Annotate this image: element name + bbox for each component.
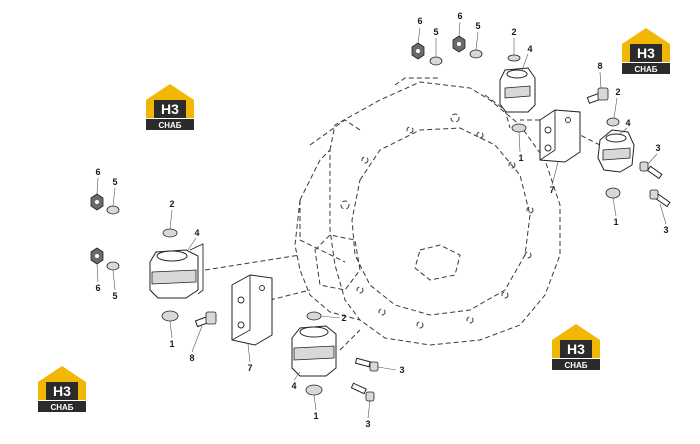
callout-7: 7 xyxy=(247,363,252,373)
bushing-left xyxy=(161,310,179,322)
callout-1: 1 xyxy=(518,153,523,163)
nut-left-a xyxy=(90,193,104,211)
bolt-right-3a xyxy=(639,161,663,180)
callout-2: 2 xyxy=(511,27,516,37)
callout-3: 3 xyxy=(399,365,404,375)
bushing-top xyxy=(511,123,527,133)
leader-lines xyxy=(96,21,667,419)
washer-top-a xyxy=(429,56,443,66)
svg-text:H3: H3 xyxy=(567,341,585,357)
callout-2: 2 xyxy=(169,199,174,209)
bolt-left-8 xyxy=(194,311,217,328)
brand-logo-bottom-left: H3 СНАБ xyxy=(38,366,86,412)
callout-5: 5 xyxy=(433,27,438,37)
callout-5: 5 xyxy=(112,177,117,187)
bolt-bottom-3a xyxy=(354,357,379,372)
callout-4: 4 xyxy=(527,44,532,54)
brand-logo-top-left: H3 СНАБ xyxy=(146,84,194,130)
nut-top-a xyxy=(411,42,425,60)
callout-5: 5 xyxy=(112,291,117,301)
washer-top-b xyxy=(469,49,483,59)
svg-text:СНАБ: СНАБ xyxy=(50,403,73,412)
callout-8: 8 xyxy=(189,353,194,363)
callout-8: 8 xyxy=(597,61,602,71)
mount-bottom xyxy=(291,325,337,377)
nut-left-b xyxy=(90,247,104,265)
bushing-right xyxy=(605,187,621,199)
callout-1: 1 xyxy=(613,217,618,227)
mount-right xyxy=(597,129,635,173)
cap-bottom xyxy=(306,311,322,321)
callout-1: 1 xyxy=(313,411,318,421)
callout-5: 5 xyxy=(475,21,480,31)
callout-6: 6 xyxy=(457,11,462,21)
callout-6: 6 xyxy=(95,283,100,293)
cap-top xyxy=(507,54,521,62)
cap-left xyxy=(162,228,178,238)
callout-1: 1 xyxy=(169,339,174,349)
mount-left xyxy=(149,243,204,299)
svg-text:H3: H3 xyxy=(161,101,179,117)
callout-4: 4 xyxy=(291,381,296,391)
mount-top xyxy=(499,67,536,113)
callout-6: 6 xyxy=(417,16,422,26)
callout-4: 4 xyxy=(194,228,199,238)
bracket-block-right xyxy=(539,109,581,163)
callout-2: 2 xyxy=(615,87,620,97)
callout-2: 2 xyxy=(341,313,346,323)
callout-3: 3 xyxy=(663,225,668,235)
svg-text:H3: H3 xyxy=(53,383,71,399)
nut-top-b xyxy=(452,35,466,53)
svg-text:СНАБ: СНАБ xyxy=(158,121,181,130)
svg-text:СНАБ: СНАБ xyxy=(564,361,587,370)
bolt-bottom-3b xyxy=(350,382,375,402)
washer-left-a xyxy=(106,205,120,215)
callout-7: 7 xyxy=(549,185,554,195)
bracket-block-left xyxy=(231,274,273,346)
flywheel-housing xyxy=(294,77,561,346)
bolt-right-8 xyxy=(586,87,609,104)
assembly-lines xyxy=(204,119,601,351)
callout-3: 3 xyxy=(655,143,660,153)
svg-text:СНАБ: СНАБ xyxy=(634,65,657,74)
callout-labels: 6 5 6 5 2 4 8 2 4 1 7 3 1 3 6 5 6 5 2 4 … xyxy=(95,11,668,429)
callout-4: 4 xyxy=(625,118,630,128)
cap-right xyxy=(606,117,620,127)
washer-left-b xyxy=(106,261,120,271)
callout-3: 3 xyxy=(365,419,370,429)
callout-6: 6 xyxy=(95,167,100,177)
brand-logo-top-right: H3 СНАБ xyxy=(622,28,670,74)
brand-logo-bottom-right: H3 СНАБ xyxy=(552,324,600,370)
bushing-bottom xyxy=(305,384,323,396)
bolt-right-3b xyxy=(649,189,671,208)
svg-text:H3: H3 xyxy=(637,45,655,61)
